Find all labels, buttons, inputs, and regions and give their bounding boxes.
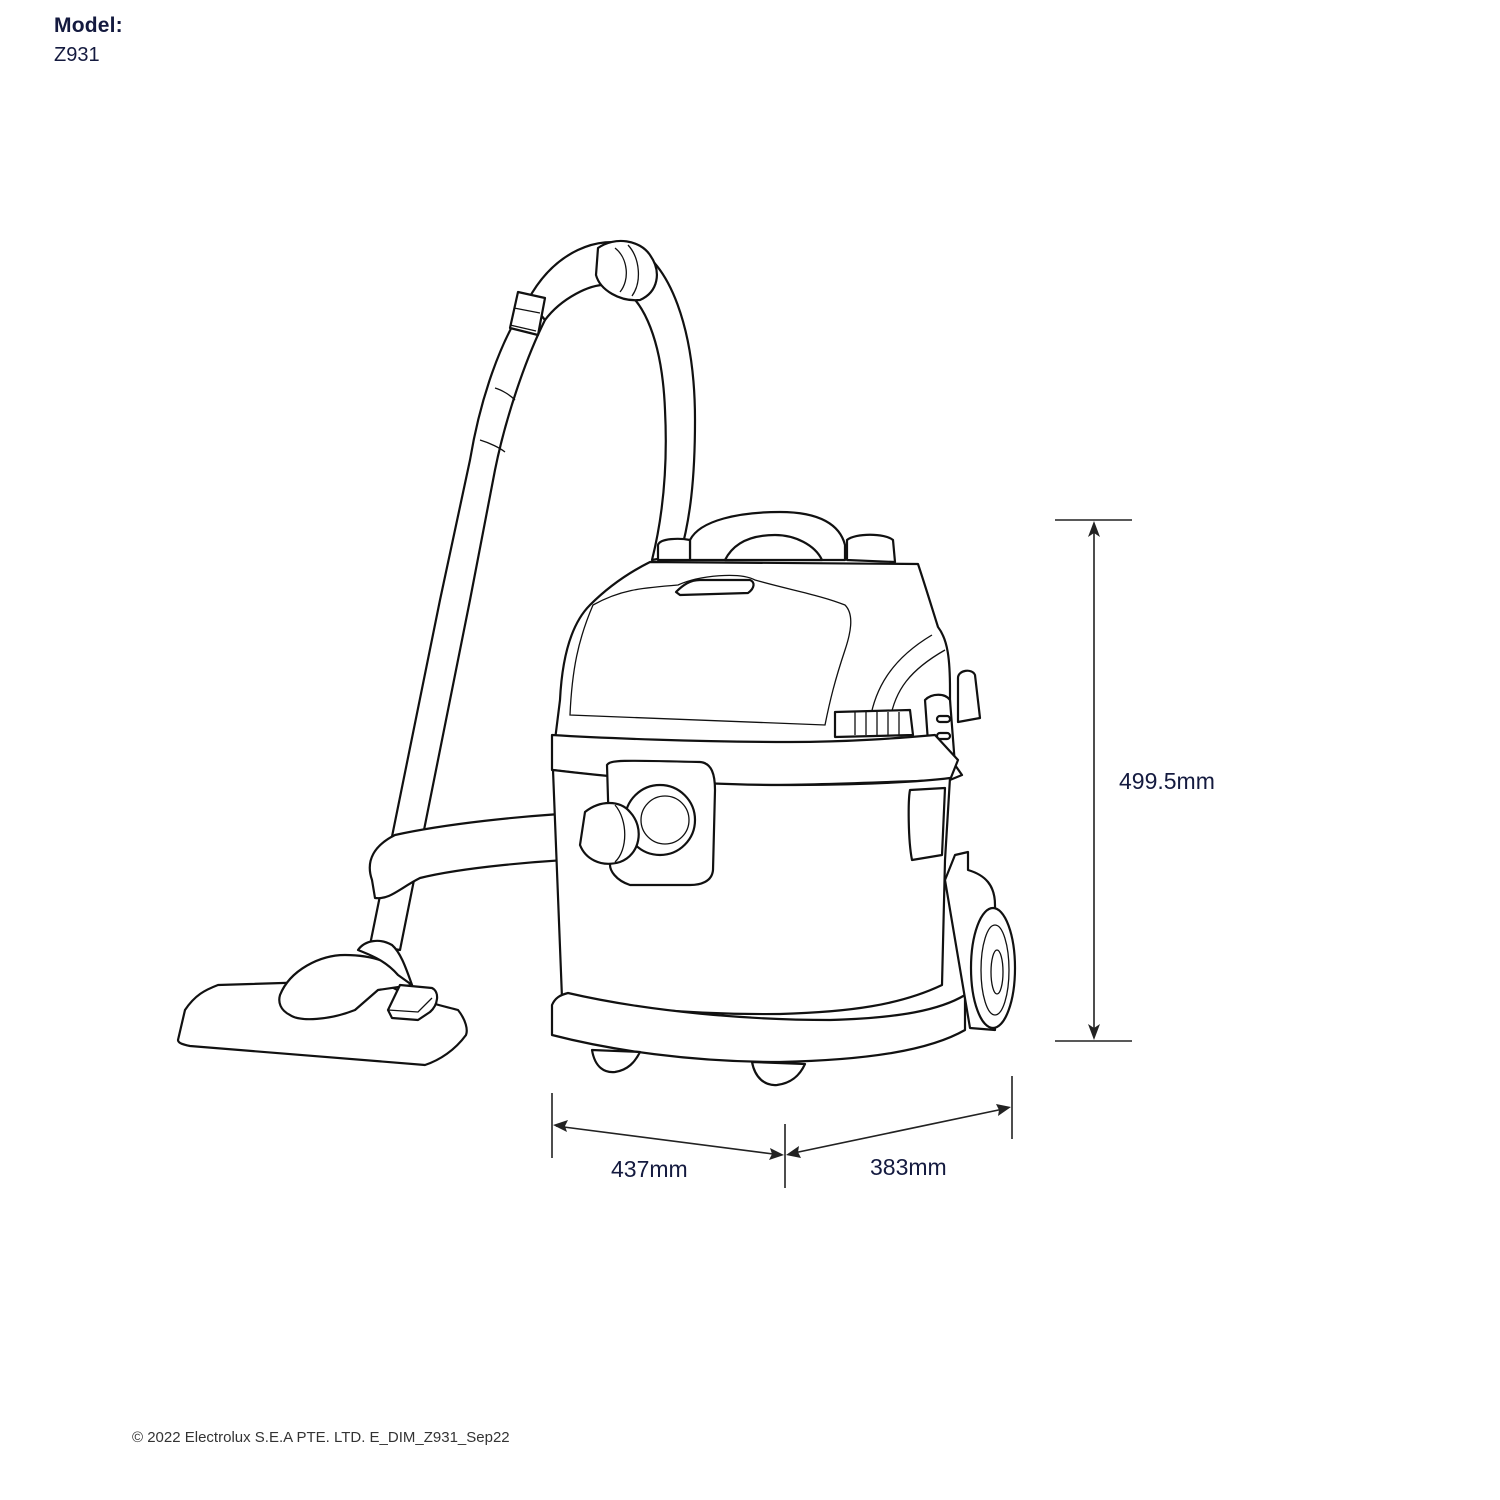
hose-icon <box>526 239 697 562</box>
carry-handle-icon <box>656 510 897 564</box>
floor-nozzle-icon <box>176 939 468 1067</box>
width-depth-dimension-lines <box>551 1076 1013 1188</box>
height-dimension-line <box>1055 519 1132 1042</box>
height-dimension-label: 499.5mm <box>1119 768 1215 794</box>
model-label: Model: <box>54 14 123 37</box>
width-dimension-label: 437mm <box>611 1156 688 1182</box>
model-number: Z931 <box>54 44 100 66</box>
depth-dimension-label: 383mm <box>870 1154 947 1180</box>
hose-inlet-icon <box>578 759 717 887</box>
base-wheels-icon <box>550 850 1017 1087</box>
copyright-footer: © 2022 Electrolux S.E.A PTE. LTD. E_DIM_… <box>132 1429 510 1446</box>
